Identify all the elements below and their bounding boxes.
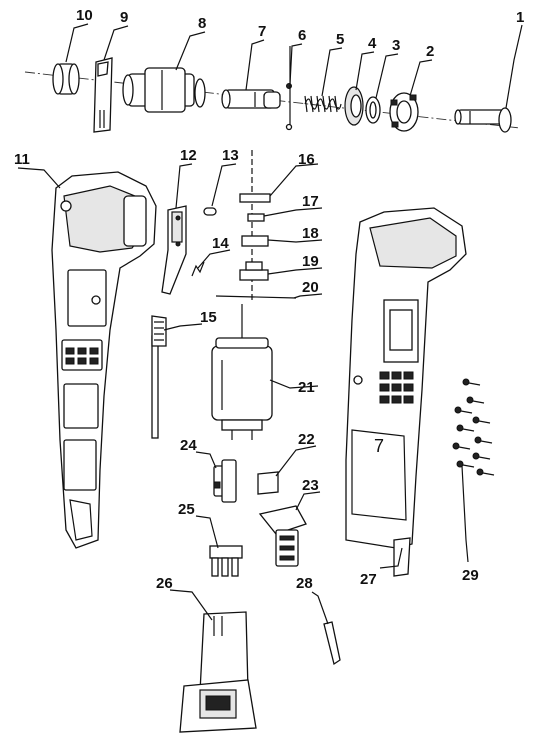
screw: [456, 460, 475, 468]
label-1: 1: [516, 9, 524, 26]
screw: [466, 396, 485, 404]
label-26: 26: [156, 575, 173, 592]
label-9: 9: [120, 9, 128, 26]
part-21-motor: [211, 304, 273, 440]
label-21: 21: [298, 379, 315, 396]
part-16-block: [239, 193, 271, 203]
part-labels: 1 2 3 4 5 6 7 8 9 10 11 12 13 14 15 16 1…: [14, 7, 524, 592]
part-2-clamp-disc: [389, 92, 419, 132]
part-8-sleeve: [122, 67, 206, 113]
label-6: 6: [298, 27, 306, 44]
part-6-pins: [285, 83, 293, 131]
screw: [472, 452, 491, 460]
part-4-bearing: [344, 86, 364, 126]
part-18-block: [241, 235, 269, 247]
assembly-axis: [24, 71, 521, 129]
part-24-switch: [213, 459, 237, 503]
label-2: 2: [426, 43, 434, 60]
housing-mark-text: 7: [374, 436, 384, 456]
screw: [454, 406, 473, 414]
label-3: 3: [392, 37, 400, 54]
part-7-shaft: [221, 89, 281, 109]
part-3-ring: [365, 96, 381, 124]
screw: [452, 442, 471, 450]
part-13-pin: [203, 207, 217, 216]
screw: [472, 416, 491, 424]
label-8: 8: [198, 15, 206, 32]
label-25: 25: [178, 501, 195, 518]
part-29-screws: [452, 378, 495, 476]
part-19-fan: [239, 261, 269, 281]
label-15: 15: [200, 309, 217, 326]
part-11-left-housing: [51, 171, 157, 549]
screw: [476, 468, 495, 476]
part-28-clip: [323, 621, 341, 666]
label-16: 16: [298, 151, 315, 168]
label-29: 29: [462, 567, 479, 584]
label-24: 24: [180, 437, 197, 454]
part-14-clip: [191, 261, 205, 277]
label-11: 11: [14, 151, 30, 168]
label-5: 5: [336, 31, 344, 48]
label-12: 12: [180, 147, 197, 164]
part-23-connector: [258, 505, 307, 567]
part-5-spring: [304, 95, 342, 113]
label-13: 13: [222, 147, 239, 164]
part-12-switch-slider: [161, 205, 187, 295]
label-7: 7: [258, 23, 266, 40]
part-22-plate: [257, 471, 279, 495]
label-27: 27: [360, 571, 377, 588]
part-26-battery: [179, 611, 257, 733]
label-14: 14: [212, 235, 229, 252]
label-17: 17: [302, 193, 319, 210]
label-23: 23: [302, 477, 319, 494]
label-4: 4: [368, 35, 377, 52]
part-20-washer: [215, 295, 297, 299]
label-20: 20: [302, 279, 319, 296]
part-17-block: [247, 213, 265, 222]
label-19: 19: [302, 253, 319, 270]
leader-lines: [17, 23, 523, 625]
part-15-switch-rod: [151, 315, 167, 439]
label-28: 28: [296, 575, 313, 592]
label-10: 10: [76, 7, 93, 24]
screw: [474, 436, 493, 444]
part-25-terminal: [209, 545, 243, 577]
part-1-spindle: [454, 107, 512, 133]
part-9-fork: [93, 57, 113, 133]
screw: [456, 424, 475, 432]
label-18: 18: [302, 225, 319, 242]
part-27-right-housing: 7: [345, 207, 467, 577]
label-22: 22: [298, 431, 315, 448]
part-10-bushing: [52, 63, 80, 95]
screw: [462, 378, 481, 386]
